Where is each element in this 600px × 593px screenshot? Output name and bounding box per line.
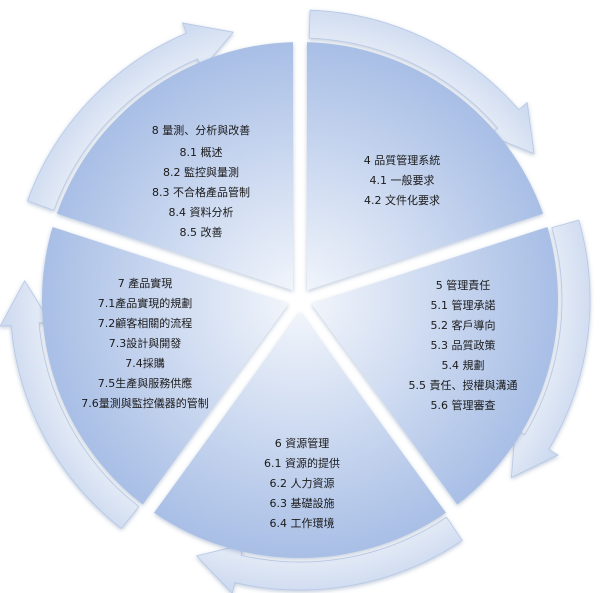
segment-5-line: 5.6 管理審查: [431, 398, 496, 412]
segment-5-line: 5.5 責任、授權與溝通: [409, 378, 518, 392]
segment-6-line: 6.3 基礎設施: [270, 496, 335, 510]
segment-7-title: 7 產品實現: [118, 276, 173, 290]
arrow-left: [26, 22, 234, 211]
segment-measurement-analysis-improvement: [56, 42, 293, 291]
segment-7-line: 7.2顧客相關的流程: [98, 316, 193, 330]
segment-6-title: 6 資源管理: [275, 436, 330, 450]
segment-7-line: 7.6量測與監控儀器的管制: [81, 396, 209, 410]
segment-management-responsibility: [311, 226, 559, 505]
segment-4-line: 4.2 文件化要求: [364, 193, 440, 207]
arrow-bottom-left: [0, 279, 140, 530]
segment-5-line: 5.1 管理承諾: [431, 298, 496, 312]
segment-7-line: 7.5生產與服務供應: [98, 376, 193, 390]
segment-8-text: 8 量測、分析與改善 8.1 概述 8.2 監控與量測 8.3 不合格產品管制 …: [152, 123, 251, 239]
segment-8-line: 8.2 監控與量測: [163, 165, 239, 179]
segment-4-text: 4 品質管理系統 4.1 一般要求 4.2 文件化要求: [364, 153, 441, 207]
segment-4-title: 4 品質管理系統: [364, 153, 441, 167]
segment-8-line: 8.1 概述: [180, 146, 223, 159]
segment-8-line: 8.3 不合格產品管制: [152, 185, 250, 199]
segment-5-text: 5 管理責任 5.1 管理承諾 5.2 客戶導向 5.3 品質政策 5.4 規劃…: [409, 278, 518, 412]
segment-5-line: 5.2 客戶導向: [431, 318, 496, 332]
segment-resource-management: [154, 311, 446, 558]
segment-5-title: 5 管理責任: [436, 278, 491, 292]
segment-5-line: 5.4 規劃: [442, 358, 485, 372]
segment-5-line: 5.3 品質政策: [431, 338, 496, 352]
segment-7-line: 7.3設計與開發: [109, 336, 182, 350]
segment-product-realization: [41, 226, 289, 505]
segment-6-line: 6.1 資源的提供: [264, 456, 340, 470]
segment-8-line: 8.4 資料分析: [169, 205, 234, 219]
segment-7-line: 7.1產品實現的規劃: [98, 296, 193, 310]
segment-6-text: 6 資源管理 6.1 資源的提供 6.2 人力資源 6.3 基礎設施 6.4 工…: [264, 436, 340, 530]
segment-6-line: 6.4 工作環境: [270, 516, 335, 530]
arrow-right: [510, 219, 591, 479]
segment-8-title: 8 量測、分析與改善: [152, 123, 251, 137]
arrow-top: [308, 9, 535, 155]
segment-6-line: 6.2 人力資源: [270, 476, 335, 490]
segment-8-line: 8.5 改善: [180, 225, 223, 239]
segment-quality-management-system: [307, 42, 544, 291]
cycle-arrows: [0, 9, 591, 593]
arrow-bottom: [195, 516, 463, 593]
segment-4-line: 4.1 一般要求: [370, 174, 435, 187]
segment-7-line: 7.4採購: [125, 356, 165, 370]
segment-7-text: 7 產品實現 7.1產品實現的規劃 7.2顧客相關的流程 7.3設計與開發 7.…: [81, 276, 209, 410]
